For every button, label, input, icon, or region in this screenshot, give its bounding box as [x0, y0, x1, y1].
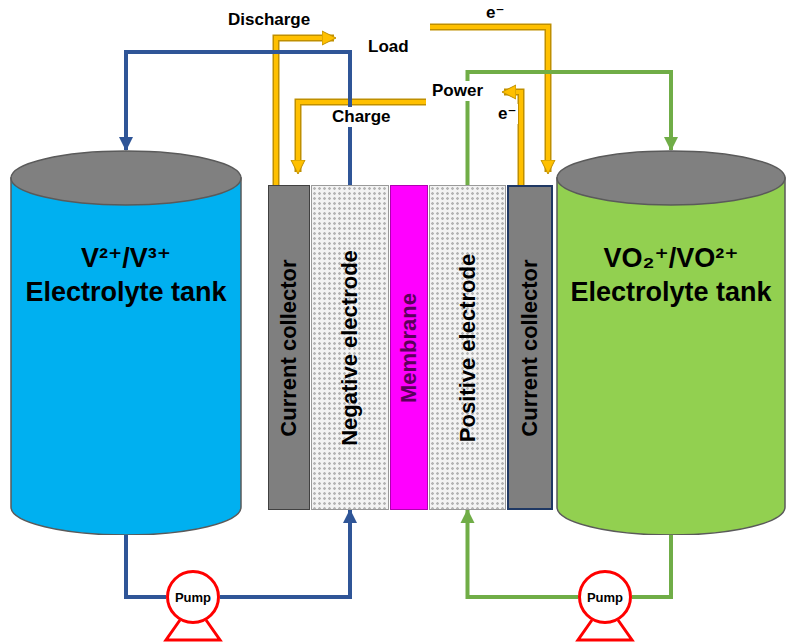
part-label: Current collector: [517, 259, 543, 436]
tank-cylinder: [10, 150, 242, 535]
mode-label: Discharge: [226, 10, 312, 30]
membrane: Membrane: [390, 185, 428, 510]
part-label: Membrane: [396, 292, 422, 402]
tank-label: V²⁺/V³⁺ Electrolyte tank: [22, 242, 230, 310]
current-collector: Current collector: [507, 185, 553, 510]
tank-cylinder: [556, 150, 786, 535]
part-label: Negative electrode: [337, 250, 363, 446]
electron-label: e⁻: [484, 3, 506, 23]
power-label: Power: [430, 81, 485, 101]
negative-electrode: Negative electrode: [311, 185, 389, 510]
pump-stand: [166, 620, 632, 640]
pump: Pump: [166, 570, 220, 624]
pipe: [468, 510, 579, 597]
part-label: Positive electrode: [455, 253, 481, 441]
pump-label: Pump: [587, 590, 623, 605]
pump-label: Pump: [175, 590, 211, 605]
tank-label: VO₂⁺/VO²⁺ Electrolyte tank: [568, 242, 774, 310]
pipe: [632, 535, 671, 597]
current-collector: Current collector: [268, 185, 310, 510]
mode-label: Charge: [330, 107, 393, 127]
electrolyte-tank: VO₂⁺/VO²⁺ Electrolyte tank: [556, 150, 786, 535]
pipe: [126, 535, 166, 597]
part-label: Current collector: [276, 259, 302, 436]
pipe: [220, 510, 350, 597]
pump: Pump: [578, 570, 632, 624]
load-label: Load: [366, 37, 411, 57]
positive-electrode: Positive electrode: [429, 185, 506, 510]
electron-label: e⁻: [496, 104, 518, 124]
electrolyte-tank: V²⁺/V³⁺ Electrolyte tank: [10, 150, 242, 535]
